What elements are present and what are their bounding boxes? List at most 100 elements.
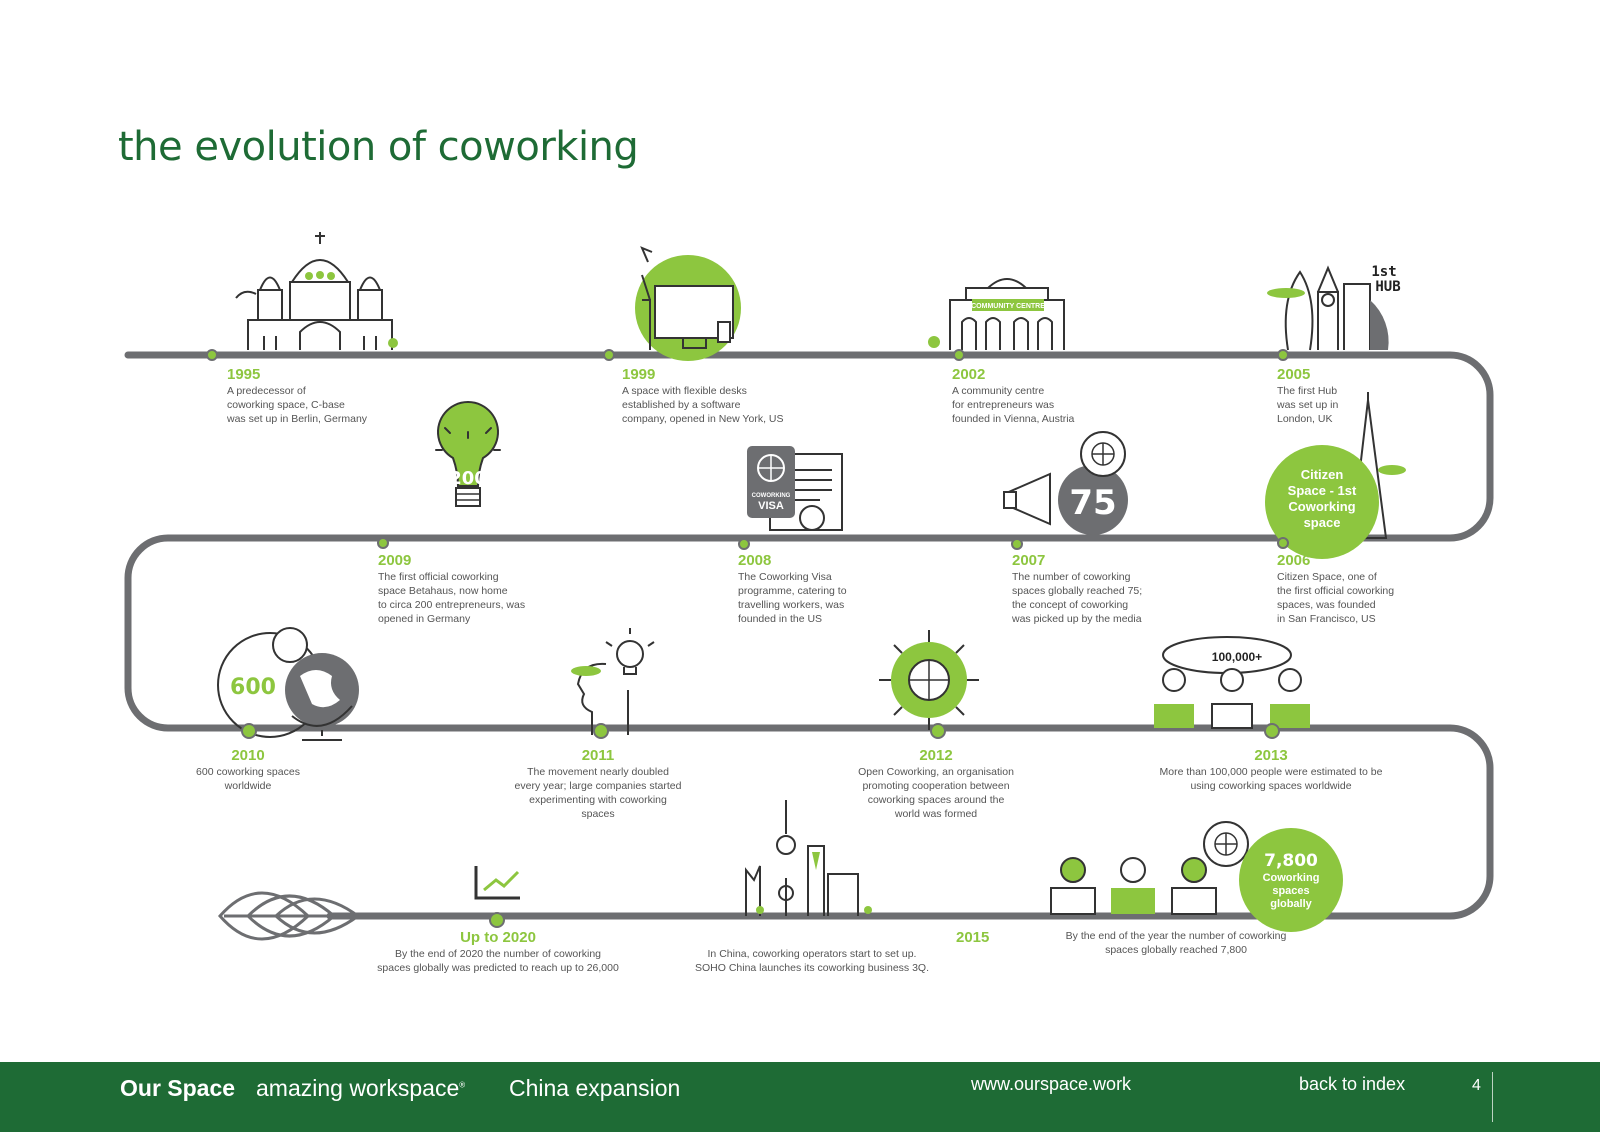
event-year: 2010	[231, 747, 265, 764]
timeline-event: 1999 A space with flexible desks establis…	[622, 366, 783, 426]
berlin-cathedral-icon	[235, 232, 393, 350]
event-year: 2008	[738, 552, 772, 569]
event-year: 2007	[1012, 552, 1046, 569]
spaces-number: 7,800	[1264, 851, 1318, 871]
spaces-label-line-2: spaces	[1272, 885, 1309, 897]
tree-canopy	[1378, 465, 1406, 475]
event-description: More than 100,000 people were estimated …	[1159, 766, 1383, 792]
citizen-label-line-1: Citizen	[1301, 467, 1344, 482]
event-year: 1995	[227, 366, 261, 383]
global-network-icon	[879, 630, 979, 730]
milestone-dot	[377, 537, 389, 549]
event-description: The number of coworking spaces globally …	[1012, 571, 1143, 625]
london-skyline-icon	[1284, 265, 1371, 351]
visa-label-line-2: VISA	[758, 500, 784, 512]
event-description: The movement nearly doubled every year; …	[514, 766, 682, 820]
timeline-event: By the end of the year the number of cow…	[1026, 929, 1326, 957]
event-year: 2006	[1277, 552, 1311, 569]
milestone-dot	[603, 349, 615, 361]
milestone-dot	[241, 723, 257, 739]
community-centre-icon	[949, 278, 1065, 350]
milestone-dot	[738, 538, 750, 550]
footer-project: China expansion	[509, 1075, 681, 1101]
people-laptops-icon	[1050, 821, 1249, 915]
milestone-dot	[1264, 723, 1280, 739]
event-year: 2015	[956, 929, 990, 946]
milestone-dot	[206, 349, 218, 361]
head-lightbulb-icon	[576, 628, 655, 735]
event-year: 2005	[1277, 366, 1311, 383]
event-year: 2013	[1254, 747, 1288, 764]
citizen-label-line-3: Coworking	[1288, 499, 1355, 514]
globe-number: 600	[230, 675, 276, 700]
footer-website-link[interactable]: www.ourspace.work	[971, 1074, 1132, 1094]
back-to-index-link[interactable]: back to index	[1299, 1074, 1406, 1094]
shanghai-skyline-icon	[745, 800, 859, 916]
community-centre-label: COMMUNITY CENTRE	[971, 303, 1045, 310]
milestone-dot	[953, 349, 965, 361]
visa-label-line-1: COWORKING	[752, 493, 791, 499]
event-year: 2012	[919, 747, 953, 764]
milestone-dot	[930, 723, 946, 739]
footer-divider	[1492, 1072, 1493, 1122]
event-description: A space with flexible desks established …	[622, 385, 784, 425]
event-description: The first official coworking space Betah…	[378, 571, 526, 625]
event-description: Open Coworking, an organisation promotin…	[858, 766, 1014, 820]
leaf-logo-icon	[218, 891, 361, 941]
megaphone-icon	[1003, 431, 1128, 535]
milestone-dots	[206, 349, 1289, 928]
page-title: the evolution of coworking	[118, 124, 639, 170]
event-description: Citizen Space, one of the first official…	[1277, 571, 1395, 625]
hub-label-line-1: 1st	[1371, 264, 1396, 280]
event-description: The first Hub was set up in London, UK	[1277, 385, 1339, 425]
event-year: 1999	[622, 366, 656, 383]
event-description: 600 coworking spaces worldwide	[196, 766, 300, 792]
milestone-dot	[593, 723, 609, 739]
timeline-event: 2010 600 coworking spaces worldwide	[178, 747, 318, 793]
hub-label-line-2: HUB	[1375, 279, 1400, 295]
milestone-dot	[1011, 538, 1023, 550]
milestone-dot	[489, 912, 505, 928]
tree-canopy	[1267, 288, 1305, 298]
light-bulb-icon	[435, 401, 501, 507]
people-group-icon	[1154, 636, 1310, 729]
citizen-label-line-2: Space - 1st	[1288, 483, 1357, 498]
globe-icon	[217, 627, 359, 741]
citizen-space-badge	[1265, 445, 1379, 559]
event-description: The Coworking Visa programme, catering t…	[738, 571, 847, 625]
event-description: A community centre for entrepreneurs was…	[952, 385, 1075, 425]
footer-bar: Our Space amazing workspace® China expan…	[0, 1062, 1600, 1132]
spaces-badge	[1239, 828, 1343, 932]
timeline-event: In China, coworking operators start to s…	[662, 929, 962, 975]
timeline-track	[124, 351, 1494, 920]
footer-tagline: amazing workspace®	[256, 1075, 466, 1101]
spaces-label-line-1: Coworking	[1263, 872, 1320, 884]
page-number: 4	[1472, 1077, 1481, 1094]
tree-canopy	[571, 666, 601, 676]
event-description: A predecessor of coworking space, C-base…	[227, 385, 368, 425]
growth-chart-icon	[474, 866, 520, 900]
computer-monitor-icon	[640, 246, 734, 350]
timeline-event: 1995 A predecessor of coworking space, C-…	[227, 366, 367, 426]
event-description: In China, coworking operators start to s…	[694, 948, 930, 974]
milestone-dot	[1277, 537, 1289, 549]
coworking-visa-icon	[747, 446, 843, 531]
bulb-number: 200	[449, 468, 487, 489]
event-year: Up to 2020	[460, 929, 536, 946]
footer-brand: Our Space	[120, 1075, 236, 1101]
people-count: 100,000+	[1212, 650, 1262, 664]
event-description: By the end of the year the number of cow…	[1065, 930, 1287, 956]
event-year: 2011	[581, 747, 615, 764]
milestone-dot	[1277, 349, 1289, 361]
